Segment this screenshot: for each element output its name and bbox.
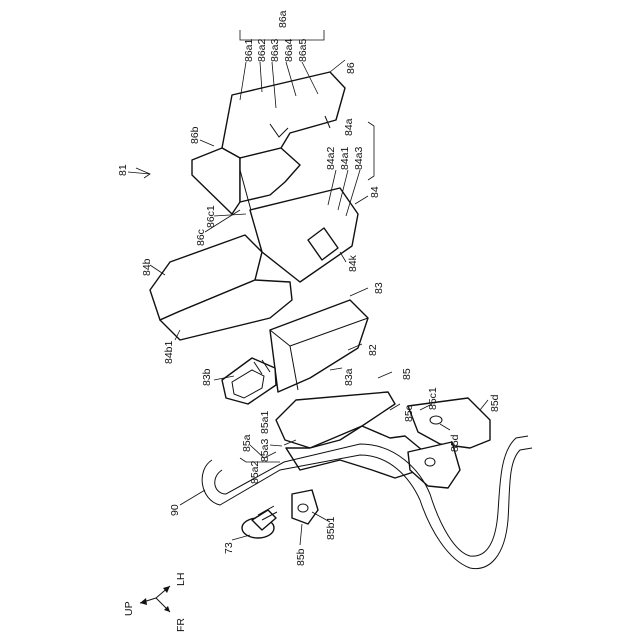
pipe-90	[202, 436, 532, 569]
label-85b: 85b	[295, 548, 307, 566]
label-86a4: 86a4	[283, 38, 295, 62]
label-81: 81	[117, 164, 129, 176]
label-84k: 84k	[347, 254, 359, 272]
label-86: 86	[345, 62, 357, 74]
label-85: 85	[401, 368, 413, 380]
label-85a1: 85a1	[259, 410, 271, 434]
label-86a2: 86a2	[256, 38, 268, 62]
axis-label-up: UP	[123, 601, 135, 616]
label-84a1: 84a1	[339, 146, 351, 170]
label-85a3: 85a3	[259, 438, 271, 462]
label-85c1: 85c1	[427, 387, 439, 410]
label-84: 84	[369, 186, 381, 198]
label-86b: 86b	[189, 126, 201, 144]
label-84a2: 84a2	[325, 146, 337, 170]
axis-label-fr: FR	[175, 618, 187, 632]
label-84b1: 84b1	[163, 340, 175, 364]
label-84a: 84a	[343, 118, 355, 136]
orientation-compass: LH UP FR	[123, 573, 187, 632]
group-bracket-86a	[240, 30, 324, 40]
label-85c: 85c	[403, 405, 415, 422]
connector-83b	[222, 358, 276, 404]
label-84b: 84b	[141, 258, 153, 276]
label-85a: 85a	[241, 434, 253, 452]
label-86a: 86a	[277, 10, 289, 28]
label-86a5: 86a5	[297, 38, 309, 62]
label-86a1: 86a1	[243, 38, 255, 62]
label-82: 82	[367, 344, 379, 356]
label-83b: 83b	[201, 368, 213, 386]
label-85a2: 85a2	[249, 460, 261, 484]
label-90: 90	[169, 504, 181, 516]
label-86c: 86c	[195, 229, 207, 246]
label-83a: 83a	[343, 368, 355, 386]
label-85d: 85d	[489, 394, 501, 412]
group-bracket-84a	[368, 122, 374, 180]
label-85b1: 85b1	[325, 516, 337, 540]
label-85d-lower: 85d	[449, 434, 461, 452]
label-83: 83	[373, 282, 385, 294]
label-84a3: 84a3	[353, 146, 365, 170]
label-73: 73	[223, 542, 235, 554]
part-85-bracket	[276, 392, 490, 524]
label-86c1: 86c1	[205, 205, 217, 228]
axis-label-lh: LH	[175, 573, 187, 586]
label-86a3: 86a3	[269, 38, 281, 62]
bolt-73	[242, 506, 277, 538]
